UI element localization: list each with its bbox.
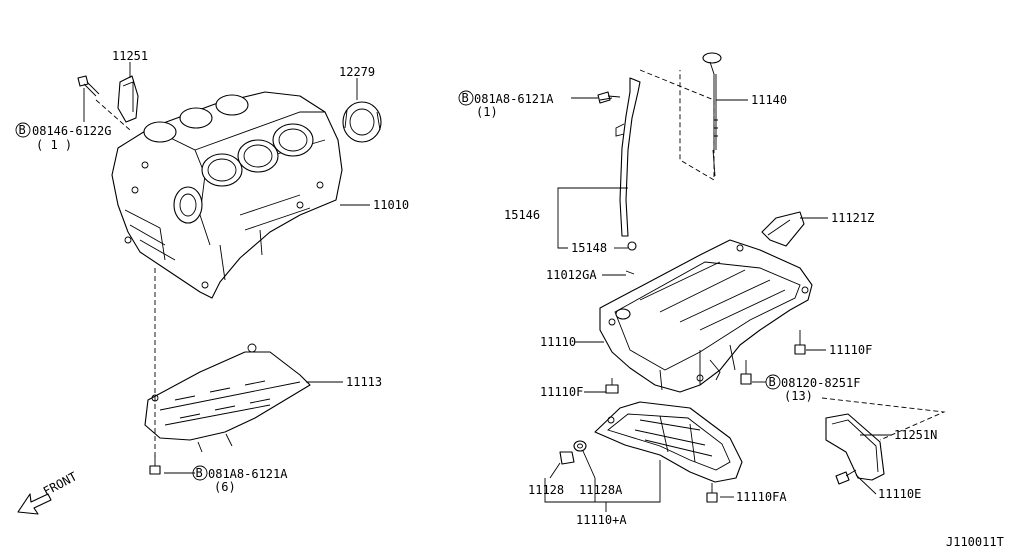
- rear-cover-plate: [117, 75, 139, 123]
- bolt-08120-8251F: [740, 360, 752, 385]
- baffle-plate: [144, 343, 311, 453]
- label-08146-6122G: 08146-6122G: [32, 124, 111, 138]
- label-11010: 11010: [373, 198, 409, 212]
- bolt-11110F-left: [605, 378, 619, 394]
- label-11140: 11140: [751, 93, 787, 107]
- label-11113: 11113: [346, 375, 382, 389]
- leader-lines: [83, 62, 892, 512]
- bolt-prefix-circle: [192, 465, 208, 481]
- label-11251: 11251: [112, 49, 148, 63]
- strainer-part: [761, 211, 805, 247]
- front-arrow-icon: [17, 493, 52, 515]
- label-11012GA: 11012GA: [546, 268, 597, 282]
- part-11012GA-marker: [625, 270, 635, 275]
- bolt-081A8-6121A-upper: [597, 91, 621, 104]
- label-15146: 15146: [504, 208, 540, 222]
- label-11110F-left: 11110F: [540, 385, 583, 399]
- label-08120-8251F: 08120-8251F: [781, 376, 860, 390]
- front-indicator: FRONT: [17, 469, 79, 515]
- cover-11251N: [825, 413, 885, 481]
- bolt-prefix-circle: [458, 90, 474, 106]
- label-15148: 15148: [571, 241, 607, 255]
- bolt-prefix-b: B: [769, 375, 776, 389]
- bolt-prefix-b: B: [462, 91, 469, 105]
- oil-pan-upper: [599, 239, 813, 393]
- cylinder-block: [111, 91, 343, 299]
- label-11128: 11128: [528, 483, 564, 497]
- label-11251N: 11251N: [894, 428, 937, 442]
- label-11110FA: 11110FA: [736, 490, 787, 504]
- bolt-prefix-circle: [765, 374, 781, 390]
- label-11121Z: 11121Z: [831, 211, 874, 225]
- oil-pan-lower: [594, 401, 743, 483]
- bolt-prefix-circle: [15, 122, 31, 138]
- bolt-prefix-b: B: [19, 123, 26, 137]
- bolt-11110FA: [706, 483, 718, 503]
- oil-seal: [342, 101, 382, 143]
- label-11128A: 11128A: [579, 483, 623, 497]
- drain-washer: [573, 440, 587, 452]
- label-08120-8251F-qty: (13): [784, 389, 813, 403]
- bolt-081A8-6121A-lower: [149, 455, 161, 475]
- label-08146-6122G-qty: ( 1 ): [36, 138, 72, 152]
- label-081A8-6121A-lower-qty: (6): [214, 480, 236, 494]
- bolt-08146-6122G: [77, 75, 100, 97]
- dipstick-guide-tube: [615, 77, 641, 251]
- diagram-id: J110011T: [946, 535, 1004, 549]
- drain-plug: [559, 451, 575, 465]
- label-081A8-6121A-lower: 081A8-6121A: [208, 467, 288, 481]
- label-11110E: 11110E: [878, 487, 921, 501]
- label-11110-A: 11110+A: [576, 513, 627, 527]
- bolt-prefix-b: B: [196, 466, 203, 480]
- bolt-11110E: [835, 469, 857, 485]
- callout-labels: 11251 B 08146-6122G ( 1 ) 12279 11010 11…: [15, 49, 937, 527]
- label-12279: 12279: [339, 65, 375, 79]
- front-label: FRONT: [41, 469, 79, 498]
- label-081A8-6121A-upper-qty: (1): [476, 105, 498, 119]
- label-11110: 11110: [540, 335, 576, 349]
- assembly-lines: [95, 69, 946, 460]
- bolt-11110F-right: [794, 330, 806, 355]
- oil-level-gauge: [702, 52, 722, 177]
- label-11110F-right: 11110F: [829, 343, 872, 357]
- label-081A8-6121A-upper: 081A8-6121A: [474, 92, 554, 106]
